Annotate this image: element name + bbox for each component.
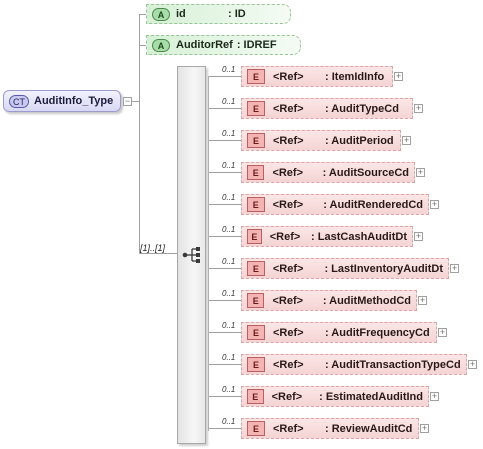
element-icon: E — [247, 421, 265, 436]
element-ref-label: <Ref> — [273, 326, 304, 339]
element-icon: E — [247, 325, 265, 340]
element-cardinality: 0..1 — [222, 225, 236, 234]
element-name: : LastCashAuditDt — [311, 230, 407, 243]
element-icon: E — [247, 165, 265, 180]
element-name: : ReviewAuditCd — [325, 422, 413, 435]
element-name: : ItemIdInfo — [325, 70, 385, 83]
element-ref-label: <Ref> — [271, 390, 303, 403]
element-name: : EstimatedAuditInd — [319, 390, 423, 403]
expand-icon[interactable]: + — [414, 103, 423, 113]
element-cardinality: 0..1 — [222, 417, 236, 426]
attribute-type: : IDREF — [236, 39, 277, 51]
element-name: : LastInventoryAuditDt — [324, 262, 443, 275]
expand-icon[interactable]: + — [394, 71, 403, 81]
element-name: : AuditSourceCd — [322, 166, 409, 179]
expand-icon[interactable]: + — [416, 167, 425, 177]
element-icon: E — [247, 357, 265, 372]
expand-icon[interactable]: + — [430, 391, 439, 401]
branch-lines — [208, 76, 241, 429]
expand-icon[interactable]: + — [420, 423, 429, 433]
element-icon: E — [247, 229, 262, 244]
sequence-compositor[interactable] — [177, 66, 206, 444]
element-name: : AuditRenderedCd — [323, 198, 423, 211]
collapse-icon[interactable]: − — [123, 96, 132, 106]
complex-type-name: AuditInfo_Type — [34, 95, 114, 107]
element-icon: E — [247, 133, 265, 148]
element-cardinality: 0..1 — [222, 193, 236, 202]
element-cardinality: 0..1 — [222, 161, 236, 170]
complex-type-node[interactable]: CT AuditInfo_Type — [3, 90, 121, 112]
element-ref-label: <Ref> — [273, 358, 304, 371]
element-cardinality: 0..1 — [222, 385, 236, 394]
expand-icon[interactable]: + — [414, 231, 423, 241]
element-name: : AuditMethodCd — [322, 294, 411, 307]
element-node[interactable]: E <Ref> : LastCashAuditDt — [241, 226, 413, 247]
element-cardinality: 0..1 — [222, 321, 236, 330]
element-ref-label: <Ref> — [272, 198, 304, 211]
element-cardinality: 0..1 — [222, 129, 236, 138]
element-name: : AuditTransactionTypeCd — [325, 358, 461, 371]
element-node[interactable]: E <Ref> : AuditTypeCd — [241, 98, 413, 119]
expand-icon[interactable]: + — [418, 295, 427, 305]
element-node[interactable]: E <Ref> : AuditRenderedCd — [241, 194, 429, 215]
element-node[interactable]: E <Ref> : ReviewAuditCd — [241, 418, 419, 439]
expand-icon[interactable]: + — [430, 199, 439, 209]
element-icon: E — [247, 101, 265, 116]
element-name: : AuditPeriod — [325, 134, 394, 147]
sequence-cardinality: [1]..[1] — [140, 243, 166, 253]
element-node[interactable]: E <Ref> : EstimatedAuditInd — [241, 386, 429, 407]
expand-icon[interactable]: + — [450, 263, 459, 273]
element-name: : AuditFrequencyCd — [325, 326, 430, 339]
element-name: : AuditTypeCd — [325, 102, 399, 115]
element-ref-label: <Ref> — [269, 230, 301, 243]
element-ref-label: <Ref> — [273, 134, 304, 147]
attribute-name: id — [176, 8, 186, 20]
element-node[interactable]: E <Ref> : LastInventoryAuditDt — [241, 258, 449, 279]
element-cardinality: 0..1 — [222, 65, 236, 74]
element-node[interactable]: E <Ref> : AuditSourceCd — [241, 162, 415, 183]
element-node[interactable]: E <Ref> : AuditPeriod — [241, 130, 401, 151]
element-icon: E — [247, 197, 265, 212]
element-node[interactable]: E <Ref> : ItemIdInfo — [241, 66, 393, 87]
attribute-icon: A — [152, 7, 170, 21]
expand-icon[interactable]: + — [468, 359, 477, 369]
element-node[interactable]: E <Ref> : AuditFrequencyCd — [241, 322, 437, 343]
element-node[interactable]: E <Ref> : AuditTransactionTypeCd — [241, 354, 467, 375]
attribute-node-id[interactable]: A id : ID — [146, 4, 291, 24]
element-cardinality: 0..1 — [222, 97, 236, 106]
complex-type-icon: CT — [9, 94, 29, 108]
element-node[interactable]: E <Ref> : AuditMethodCd — [241, 290, 417, 311]
attribute-type: : ID — [228, 8, 246, 20]
element-cardinality: 0..1 — [222, 353, 236, 362]
element-icon: E — [247, 389, 264, 404]
element-icon: E — [247, 293, 265, 308]
attribute-node-auditorref[interactable]: A AuditorRef : IDREF — [146, 35, 301, 55]
element-ref-label: <Ref> — [272, 166, 304, 179]
sequence-icon — [182, 247, 200, 263]
expand-icon[interactable]: + — [402, 135, 411, 145]
element-ref-label: <Ref> — [273, 102, 304, 115]
element-icon: E — [247, 261, 265, 276]
element-cardinality: 0..1 — [222, 257, 236, 266]
attribute-name: AuditorRef — [176, 39, 233, 51]
expand-icon[interactable]: + — [438, 327, 447, 337]
element-ref-label: <Ref> — [273, 422, 304, 435]
element-ref-label: <Ref> — [272, 262, 304, 275]
element-ref-label: <Ref> — [272, 294, 304, 307]
element-ref-label: <Ref> — [273, 70, 304, 83]
attribute-icon: A — [152, 38, 170, 52]
element-cardinality: 0..1 — [222, 289, 236, 298]
element-icon: E — [247, 69, 265, 84]
